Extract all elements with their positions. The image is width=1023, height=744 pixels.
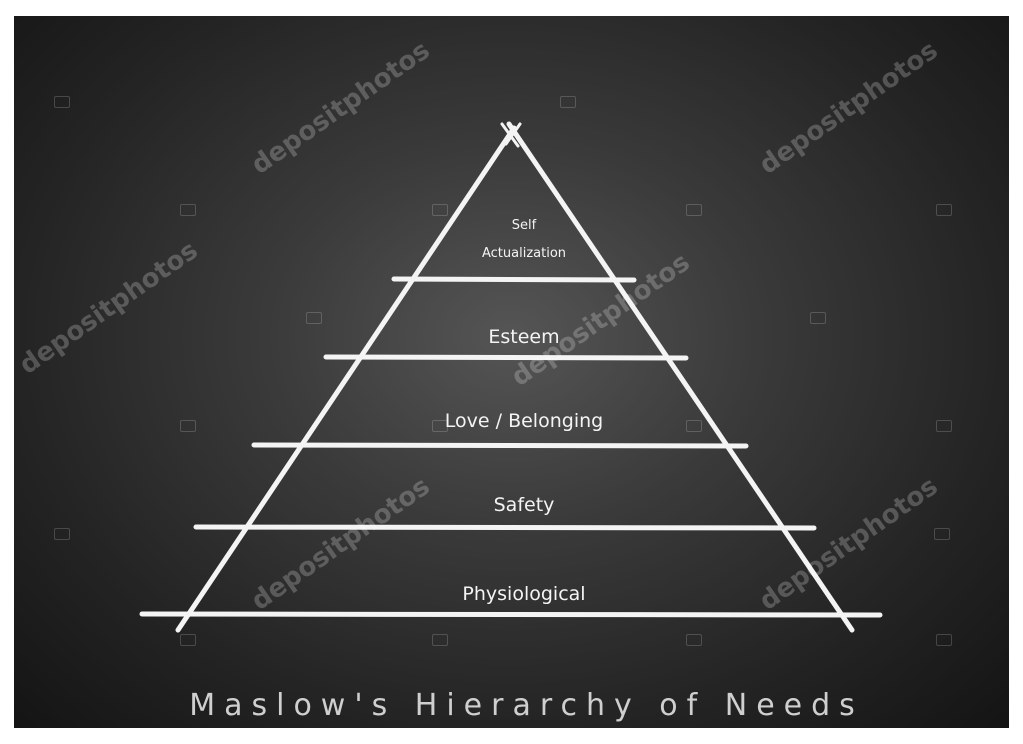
camera-icon	[432, 204, 448, 216]
camera-icon	[306, 312, 322, 324]
camera-icon	[936, 204, 952, 216]
level-esteem: Esteem	[488, 326, 560, 348]
diagram-title: Maslow's Hierarchy of Needs	[189, 688, 864, 723]
divider-line-5	[139, 611, 883, 618]
camera-icon	[686, 634, 702, 646]
camera-icon	[810, 312, 826, 324]
camera-icon	[936, 420, 952, 432]
pyramid-left-edge	[175, 125, 517, 633]
level-self-line2: Actualization	[481, 246, 567, 261]
level-safety: Safety	[493, 494, 555, 516]
chalkboard-background: depositphotos depositphotos depositphoto…	[14, 16, 1009, 728]
camera-icon	[560, 96, 576, 108]
camera-icon	[54, 528, 70, 540]
camera-icon	[686, 420, 702, 432]
camera-icon	[54, 96, 70, 108]
camera-icon	[934, 528, 950, 540]
camera-icon	[180, 634, 196, 646]
level-self-actualization: Self Actualization	[454, 212, 594, 268]
divider-line-4	[193, 524, 817, 531]
level-physiological: Physiological	[462, 583, 586, 605]
level-love-belonging: Love / Belonging	[444, 410, 604, 432]
divider-line-2	[323, 354, 689, 361]
divider-line-3	[251, 442, 749, 449]
camera-icon	[432, 634, 448, 646]
divider-line-1	[391, 276, 637, 283]
camera-icon	[686, 204, 702, 216]
camera-icon	[432, 420, 448, 432]
pyramid-right-edge	[506, 121, 855, 633]
pyramid-drawing	[139, 121, 883, 633]
level-self-line1: Self	[511, 218, 537, 233]
camera-icon	[936, 634, 952, 646]
camera-icon	[180, 420, 196, 432]
camera-icon	[180, 204, 196, 216]
